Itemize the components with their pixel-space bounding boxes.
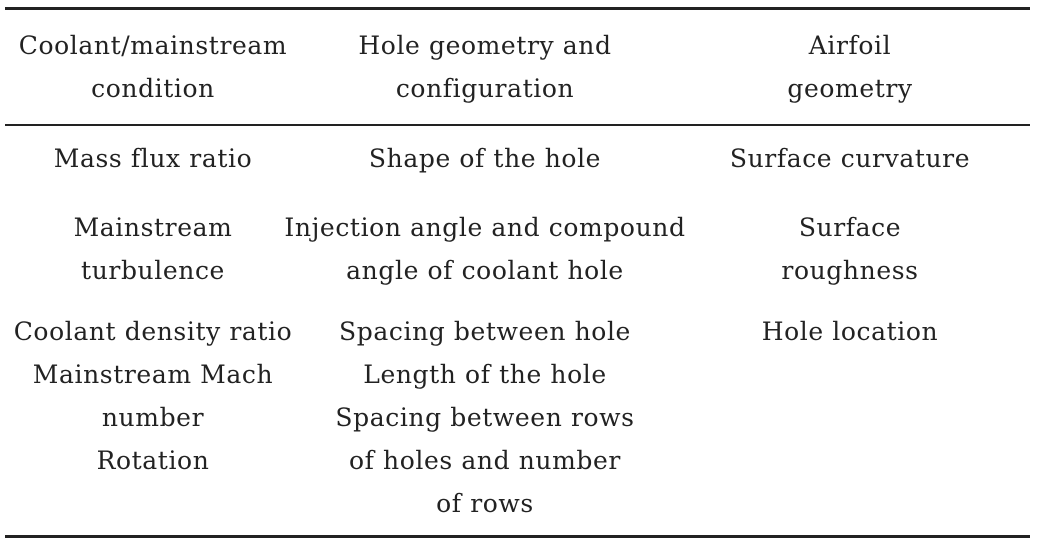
table-cell: Hole location <box>700 310 1000 353</box>
table-cell: Coolant density ratio Mainstream Mach nu… <box>3 310 303 482</box>
cell-text: roughness <box>781 256 919 285</box>
table-cell: Spacing between hole Length of the hole … <box>275 310 695 525</box>
cell-text: Length of the hole <box>363 360 607 389</box>
cell-text: Spacing between rows <box>335 403 635 432</box>
cell-text: Mainstream Mach <box>32 360 274 389</box>
cell-text: Surface curvature <box>729 144 971 173</box>
header-coolant-mainstream-condition: Coolant/mainstream condition <box>3 24 303 110</box>
cell-text: Surface <box>798 213 902 242</box>
cell-text: Shape of the hole <box>368 144 602 173</box>
cell-text: angle of coolant hole <box>346 256 624 285</box>
table-cell: Mass flux ratio <box>3 137 303 180</box>
table-bottom-rule <box>5 535 1030 538</box>
header-text: geometry <box>787 74 913 103</box>
cell-text: Coolant density ratio <box>13 317 293 346</box>
table-cell: Injection angle and compound angle of co… <box>275 206 695 292</box>
cell-text: Mass flux ratio <box>53 144 253 173</box>
header-hole-geometry-configuration: Hole geometry and configuration <box>275 24 695 110</box>
cell-text: Spacing between hole <box>339 317 631 346</box>
cell-text: number <box>101 403 205 432</box>
cell-text: Injection angle and compound <box>284 213 686 242</box>
header-text: configuration <box>395 74 575 103</box>
cell-text: Mainstream <box>73 213 233 242</box>
cell-text: of holes and number <box>349 446 621 475</box>
header-airfoil-geometry: Airfoil geometry <box>700 24 1000 110</box>
cell-text: Rotation <box>96 446 210 475</box>
cell-text: Hole location <box>761 317 939 346</box>
table-cell: Surface curvature <box>700 137 1000 180</box>
table-header-rule <box>5 124 1030 126</box>
header-text: Airfoil <box>808 31 892 60</box>
cell-text: turbulence <box>81 256 225 285</box>
header-text: Coolant/mainstream <box>18 31 288 60</box>
table-cell: Surface roughness <box>700 206 1000 292</box>
cell-text: of rows <box>436 489 534 518</box>
header-text: condition <box>91 74 215 103</box>
table-top-rule <box>5 7 1030 10</box>
header-text: Hole geometry and <box>358 31 612 60</box>
table-cell: Shape of the hole <box>275 137 695 180</box>
table-cell: Mainstream turbulence <box>3 206 303 292</box>
